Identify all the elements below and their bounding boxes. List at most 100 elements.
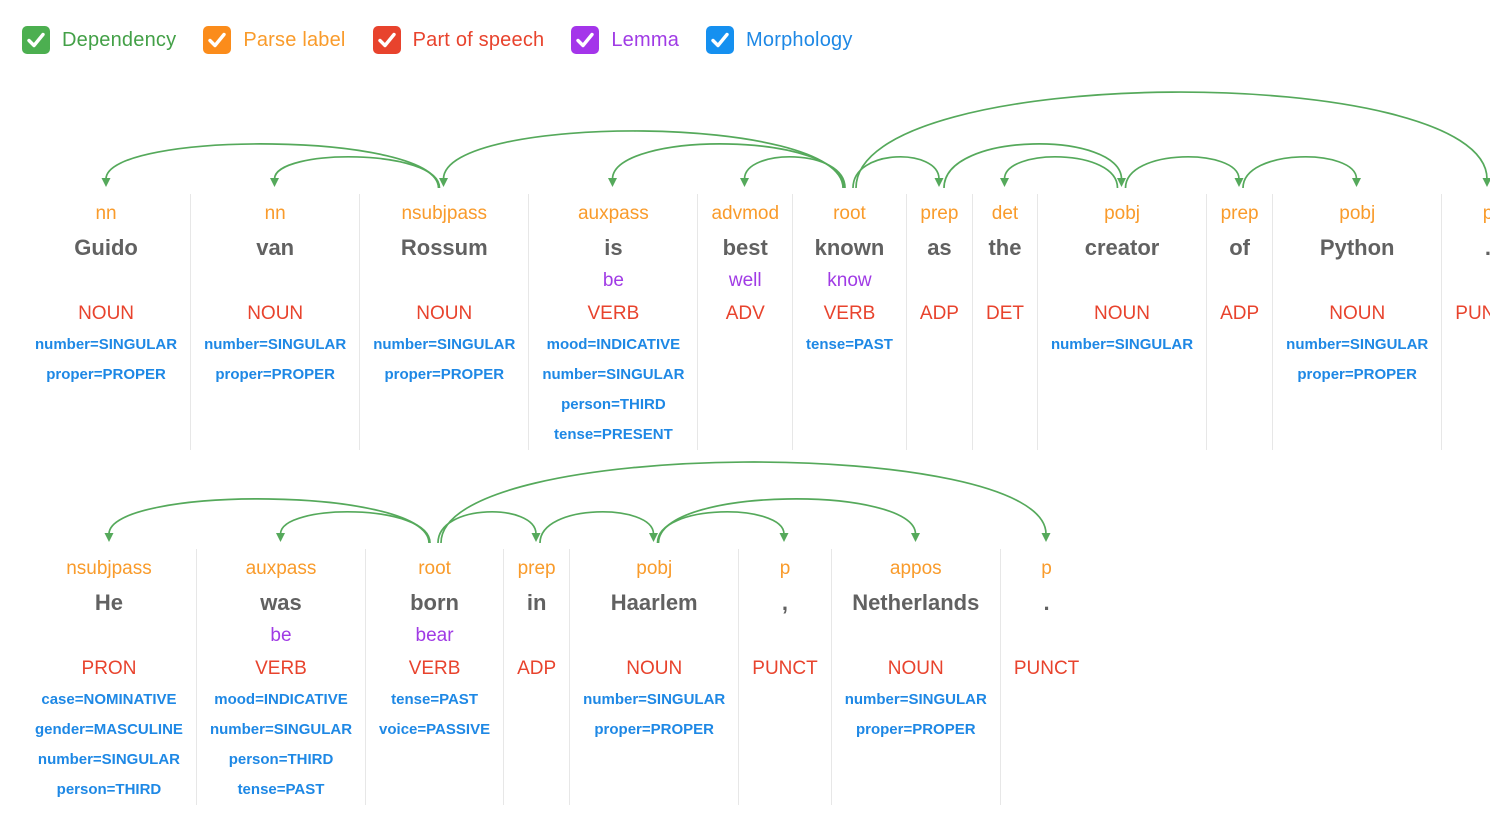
token-lemma: be xyxy=(270,625,292,646)
morphology-feature: tense=PAST xyxy=(391,691,478,708)
parse-label: auxpass xyxy=(245,558,317,579)
morphology-feature: number=SINGULAR xyxy=(583,691,726,708)
part-of-speech: NOUN xyxy=(1329,303,1386,324)
token-lemma: bear xyxy=(415,625,454,646)
arrowhead-icon xyxy=(1352,178,1361,187)
parse-label: advmod xyxy=(711,203,780,224)
arrowhead-icon xyxy=(779,533,789,542)
dependency-arc xyxy=(437,510,537,544)
token-word: . xyxy=(1455,228,1490,267)
checkbox-checked-icon[interactable] xyxy=(706,26,735,54)
dependency-arc xyxy=(611,143,845,189)
token-lemma xyxy=(373,267,515,299)
dependency-arc xyxy=(855,91,1488,189)
token: det the DET xyxy=(971,194,1037,450)
parse-label: appos xyxy=(889,558,942,579)
parse-label: nsubjpass xyxy=(401,203,488,224)
arrowhead-icon xyxy=(934,178,944,187)
token-word: born xyxy=(410,590,459,615)
token: root known know VERB tense=PAST xyxy=(792,194,906,450)
token-word: creator xyxy=(1084,235,1160,260)
morphology-feature: tense=PAST xyxy=(806,336,893,353)
token-word: , xyxy=(781,590,789,615)
token-word: best xyxy=(722,235,768,260)
token-lemma xyxy=(845,622,987,654)
token-lemma xyxy=(1286,267,1428,299)
dependency-arc xyxy=(656,510,785,544)
morphology-list xyxy=(920,330,959,450)
toggle-part-of-speech[interactable]: Part of speech xyxy=(372,26,545,54)
checkbox-checked-icon[interactable] xyxy=(571,26,600,54)
arrowhead-icon xyxy=(104,533,114,542)
parse-label: p xyxy=(1041,558,1052,579)
token-word: the xyxy=(988,235,1022,260)
toggle-dependency[interactable]: Dependency xyxy=(22,26,176,54)
token-lemma xyxy=(517,622,556,654)
morphology-feature: proper=PROPER xyxy=(594,721,715,738)
token-lemma: know xyxy=(827,270,872,291)
morphology-list xyxy=(711,330,779,450)
morphology-feature: person=THIRD xyxy=(56,781,162,798)
dependency-arc xyxy=(440,461,1047,544)
part-of-speech: NOUN xyxy=(887,658,944,679)
part-of-speech: PRON xyxy=(81,658,137,679)
dependency-arc xyxy=(1003,156,1119,189)
parse-label: nsubjpass xyxy=(66,558,152,579)
dependency-arc xyxy=(943,143,1123,189)
checkbox-checked-icon[interactable] xyxy=(372,26,401,54)
toggle-lemma[interactable]: Lemma xyxy=(571,26,679,54)
checkbox-checked-icon[interactable] xyxy=(22,26,50,54)
morphology-feature: voice=PASSIVE xyxy=(379,721,491,738)
morphology-feature: mood=INDICATIVE xyxy=(214,691,348,708)
token-word: in xyxy=(526,590,547,615)
token-lemma xyxy=(752,622,817,654)
token-word: Guido xyxy=(74,235,138,260)
toggle-morphology[interactable]: Morphology xyxy=(706,26,853,54)
parse-label: pobj xyxy=(1104,203,1140,224)
token-lemma xyxy=(35,622,183,654)
part-of-speech: VERB xyxy=(587,303,640,324)
morphology-feature: number=SINGULAR xyxy=(542,366,685,383)
token-word: known xyxy=(814,235,885,260)
display-toggles: Dependency Parse label Part of speech Le… xyxy=(22,26,1490,54)
token-lemma xyxy=(1455,267,1490,299)
arrowhead-icon xyxy=(1482,178,1490,187)
parse-label: nn xyxy=(264,203,286,224)
dependency-arc xyxy=(1124,156,1240,189)
toggle-parse-label[interactable]: Parse label xyxy=(203,26,345,54)
dependency-arcs xyxy=(101,91,1490,189)
toggle-label: Lemma xyxy=(611,28,680,51)
token-word: . xyxy=(1043,590,1050,615)
token: prep in ADP xyxy=(503,549,569,805)
morphology-list xyxy=(1220,330,1259,450)
part-of-speech: ADV xyxy=(725,303,765,324)
part-of-speech: ADP xyxy=(1220,303,1260,324)
token-word: as xyxy=(927,235,952,260)
token-word: of xyxy=(1229,235,1250,260)
parse-label: prep xyxy=(1220,203,1259,224)
part-of-speech: PUNCT xyxy=(1455,303,1490,324)
morphology-feature: tense=PAST xyxy=(237,781,325,798)
parse-label: prep xyxy=(517,558,556,579)
token-lemma: well xyxy=(728,270,762,291)
syntax-analysis-panel: Dependency Parse label Part of speech Le… xyxy=(22,26,1490,805)
toggle-label: Part of speech xyxy=(412,28,545,51)
dependency-arc xyxy=(108,498,430,544)
arrowhead-icon xyxy=(911,533,920,542)
part-of-speech: VERB xyxy=(823,303,876,324)
morphology-list xyxy=(517,685,556,805)
checkbox-checked-icon[interactable] xyxy=(203,26,232,54)
parse-label: pobj xyxy=(636,558,673,579)
token-lemma xyxy=(1220,267,1259,299)
token-lemma xyxy=(35,267,177,299)
arrowhead-icon xyxy=(608,178,617,187)
